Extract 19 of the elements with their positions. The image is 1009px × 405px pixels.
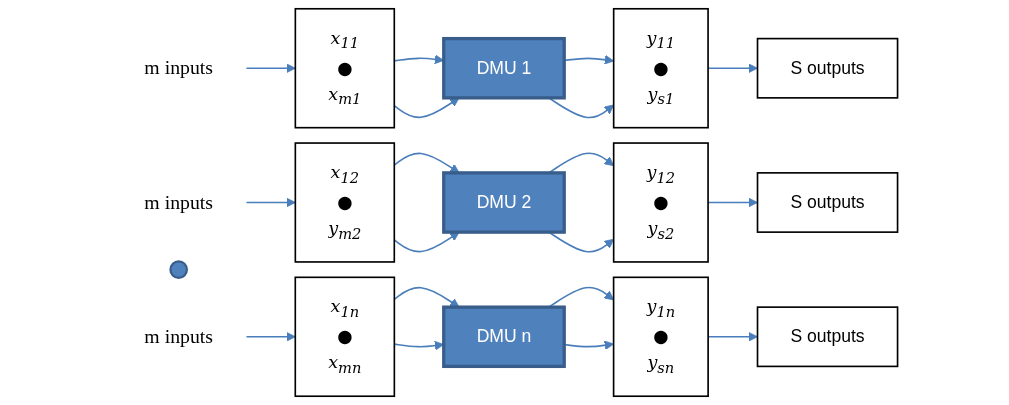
node-box: x$_{11}$ ● x$_{m1}$: [294, 7, 396, 129]
node-text: m inputs: [144, 325, 213, 348]
node-box: S outputs: [756, 37, 899, 99]
node-box: x$_{1n}$ ● x$_{mn}$: [294, 276, 396, 398]
node-text: m inputs: [144, 56, 213, 79]
node-box: DMU 1: [442, 36, 566, 100]
node-circle: [169, 260, 188, 279]
node-box: y$_{12}$ ● y$_{s2}$: [612, 142, 709, 263]
node-box: DMU n: [442, 305, 566, 369]
arrow: [245, 63, 296, 74]
node-text: m inputs: [144, 190, 213, 213]
arrow: [245, 331, 296, 342]
node-box: DMU 2: [442, 171, 566, 234]
node-box: S outputs: [756, 172, 899, 233]
node-box: y$_{11}$ ● y$_{s1}$: [612, 7, 709, 129]
node-box: S outputs: [756, 306, 899, 368]
node-box: y$_{1n}$ ● y$_{sn}$: [612, 276, 709, 398]
arrow: [245, 197, 296, 208]
node-box: x$_{12}$ ● y$_{m2}$: [294, 142, 396, 263]
